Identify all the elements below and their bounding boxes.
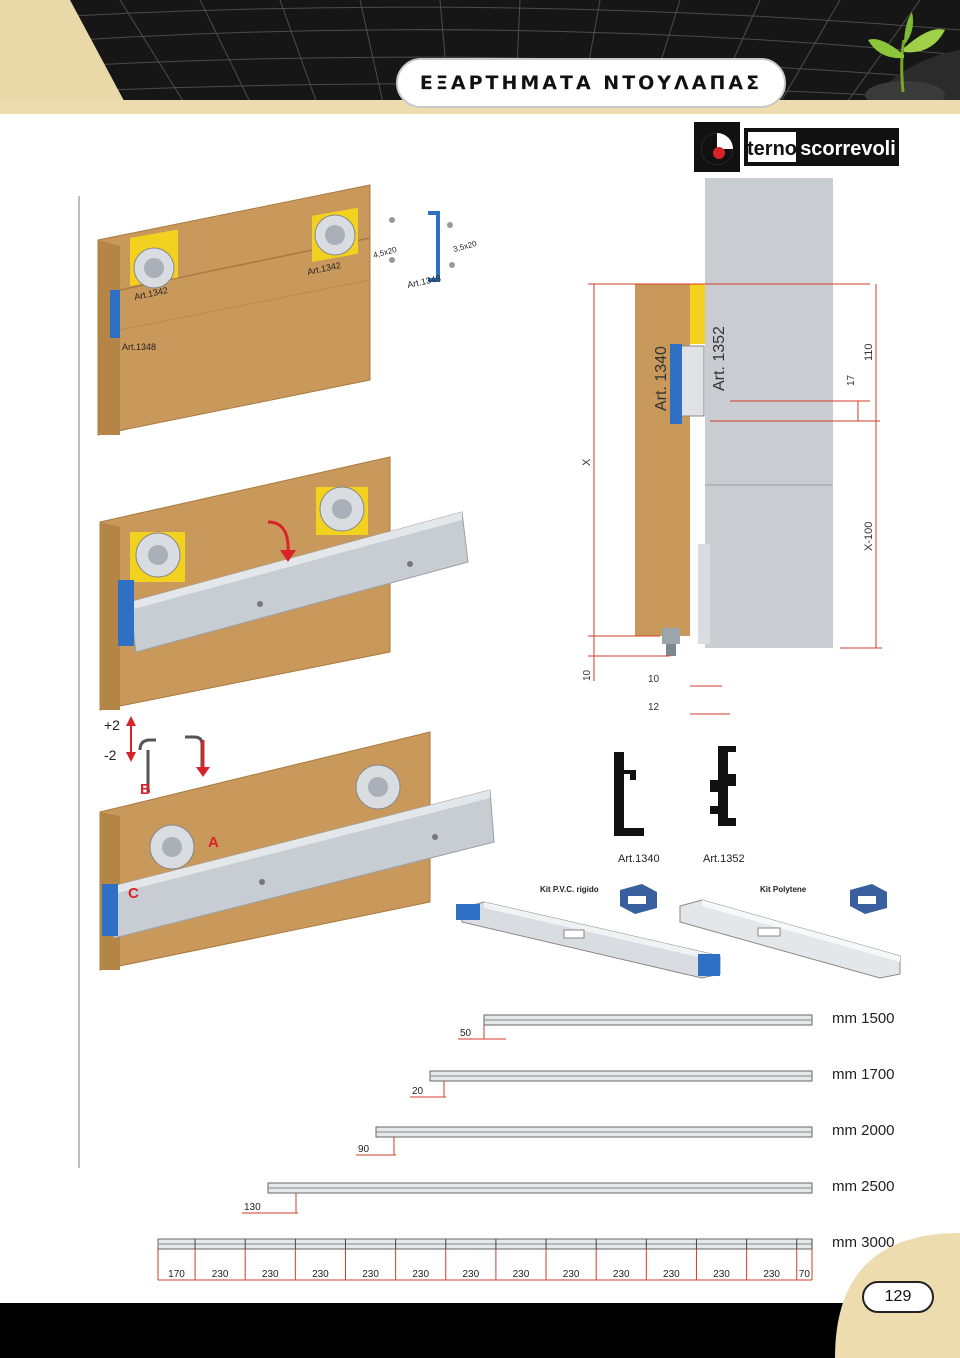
segment-label: 230 xyxy=(462,1269,479,1280)
segment-label: 230 xyxy=(563,1269,580,1280)
page-number: 129 xyxy=(862,1281,934,1313)
dim-110-label: 110 xyxy=(863,343,875,361)
header-wireframe-graphic xyxy=(0,0,960,112)
bracket-right xyxy=(316,486,368,535)
track-length-2000: mm 2000 xyxy=(832,1122,895,1139)
track-offset-1500: 50 xyxy=(460,1028,472,1039)
terno-scorrevoli-logo: terno scorrevoli xyxy=(694,122,899,172)
segment-label: 230 xyxy=(212,1269,229,1280)
label-screw-b: 3,5x20 xyxy=(452,239,478,254)
page-header xyxy=(0,0,960,112)
dim-17-label: 17 xyxy=(846,374,857,386)
dim-x100-label: X-100 xyxy=(863,522,875,551)
track-length-2500: mm 2500 xyxy=(832,1178,895,1195)
label-art-1348-a: Art.1348 xyxy=(122,342,156,352)
assembly-step-1-drawing: Art.1342 Art.1342 Art.1348 Art.1348 4,5x… xyxy=(97,184,478,436)
mark-b: B xyxy=(140,781,151,798)
segment-label: 230 xyxy=(763,1269,780,1280)
label-art-1348-b: Art.1348 xyxy=(406,273,441,290)
track-offset-1700: 20 xyxy=(412,1086,424,1097)
track-row-1500: 50 mm 1500 xyxy=(458,1010,895,1040)
door-cross-section-drawing: Art. 1340 Art. 1352 X 110 17 X-100 10 10… xyxy=(581,178,882,715)
segment-label: 230 xyxy=(613,1269,630,1280)
assembly-step-3-drawing: +2 -2 B A C xyxy=(99,716,495,971)
track-offset-2500: 130 xyxy=(244,1202,261,1213)
bracket-left xyxy=(130,532,185,582)
kit-pvc-box-icon xyxy=(620,884,657,914)
kit-polytene-label: Kit Polytene xyxy=(760,885,807,894)
track-row-1700: 20 mm 1700 xyxy=(410,1066,895,1098)
dim-x-label: X xyxy=(581,458,593,466)
left-rule xyxy=(78,196,80,1168)
track-length-1700: mm 1700 xyxy=(832,1066,895,1083)
segment-label: 230 xyxy=(663,1269,680,1280)
segment-label: 230 xyxy=(312,1269,329,1280)
assembly-step-2-drawing xyxy=(99,456,469,711)
track-length-3000: mm 3000 xyxy=(832,1234,895,1251)
footer-bar xyxy=(0,1303,960,1358)
mark-c: C xyxy=(128,885,139,902)
art-1340-label: Art. 1340 xyxy=(653,346,670,411)
profile-1340-icon xyxy=(614,752,644,836)
profile-1352-label: Art.1352 xyxy=(703,853,745,865)
segment-label: 230 xyxy=(362,1269,379,1280)
track-length-1500: mm 1500 xyxy=(832,1010,895,1027)
logo-text-b: scorrevoli xyxy=(800,138,896,160)
logo-text-a: terno xyxy=(747,138,797,160)
track-lengths-drawing: 50 mm 1500 20 mm 1700 90 mm 2000 130 mm … xyxy=(157,1010,895,1281)
adjust-up-label: +2 xyxy=(104,717,120,733)
dim-12-label: 12 xyxy=(648,702,660,713)
bracket-1342-b xyxy=(312,207,358,262)
segment-label: 230 xyxy=(513,1269,530,1280)
wheel-left xyxy=(149,824,195,870)
dim-10v-label: 10 xyxy=(582,669,593,681)
segment-label: 70 xyxy=(799,1269,811,1280)
track-row-2500: 130 mm 2500 xyxy=(242,1178,895,1214)
dim-10h-label: 10 xyxy=(648,674,660,685)
bracket-1342-a xyxy=(130,229,178,289)
profile-1352-icon xyxy=(710,746,736,826)
segment-label: 230 xyxy=(412,1269,429,1280)
segment-label: 170 xyxy=(168,1269,185,1280)
segment-label: 230 xyxy=(262,1269,279,1280)
adjust-down-label: -2 xyxy=(104,747,117,763)
profile-sections-drawing: Art.1340 Art.1352 xyxy=(614,746,745,865)
wheel-right xyxy=(355,764,401,810)
mark-a: A xyxy=(208,834,219,851)
kit-polytene-box-icon xyxy=(850,884,887,914)
kit-pvc-label: Kit P.V.C. rigido xyxy=(540,885,599,894)
profile-1340-label: Art.1340 xyxy=(618,853,660,865)
label-screw-a: 4,5x20 xyxy=(372,245,398,260)
track-offset-2000: 90 xyxy=(358,1144,370,1155)
segment-label: 230 xyxy=(713,1269,730,1280)
kits-drawing: Kit P.V.C. rigido Kit Polytene xyxy=(456,884,901,979)
art-1352-label: Art. 1352 xyxy=(711,326,728,391)
track-row-2000: 90 mm 2000 xyxy=(356,1122,895,1156)
page-title: ΕΞΑΡΤΗΜΑΤΑ ΝΤΟΥΛΑΠΑΣ xyxy=(396,58,786,108)
track-row-3000: 170 230 230 230 230 230 230 230 230 230 230 230 230 7… xyxy=(157,1234,895,1281)
